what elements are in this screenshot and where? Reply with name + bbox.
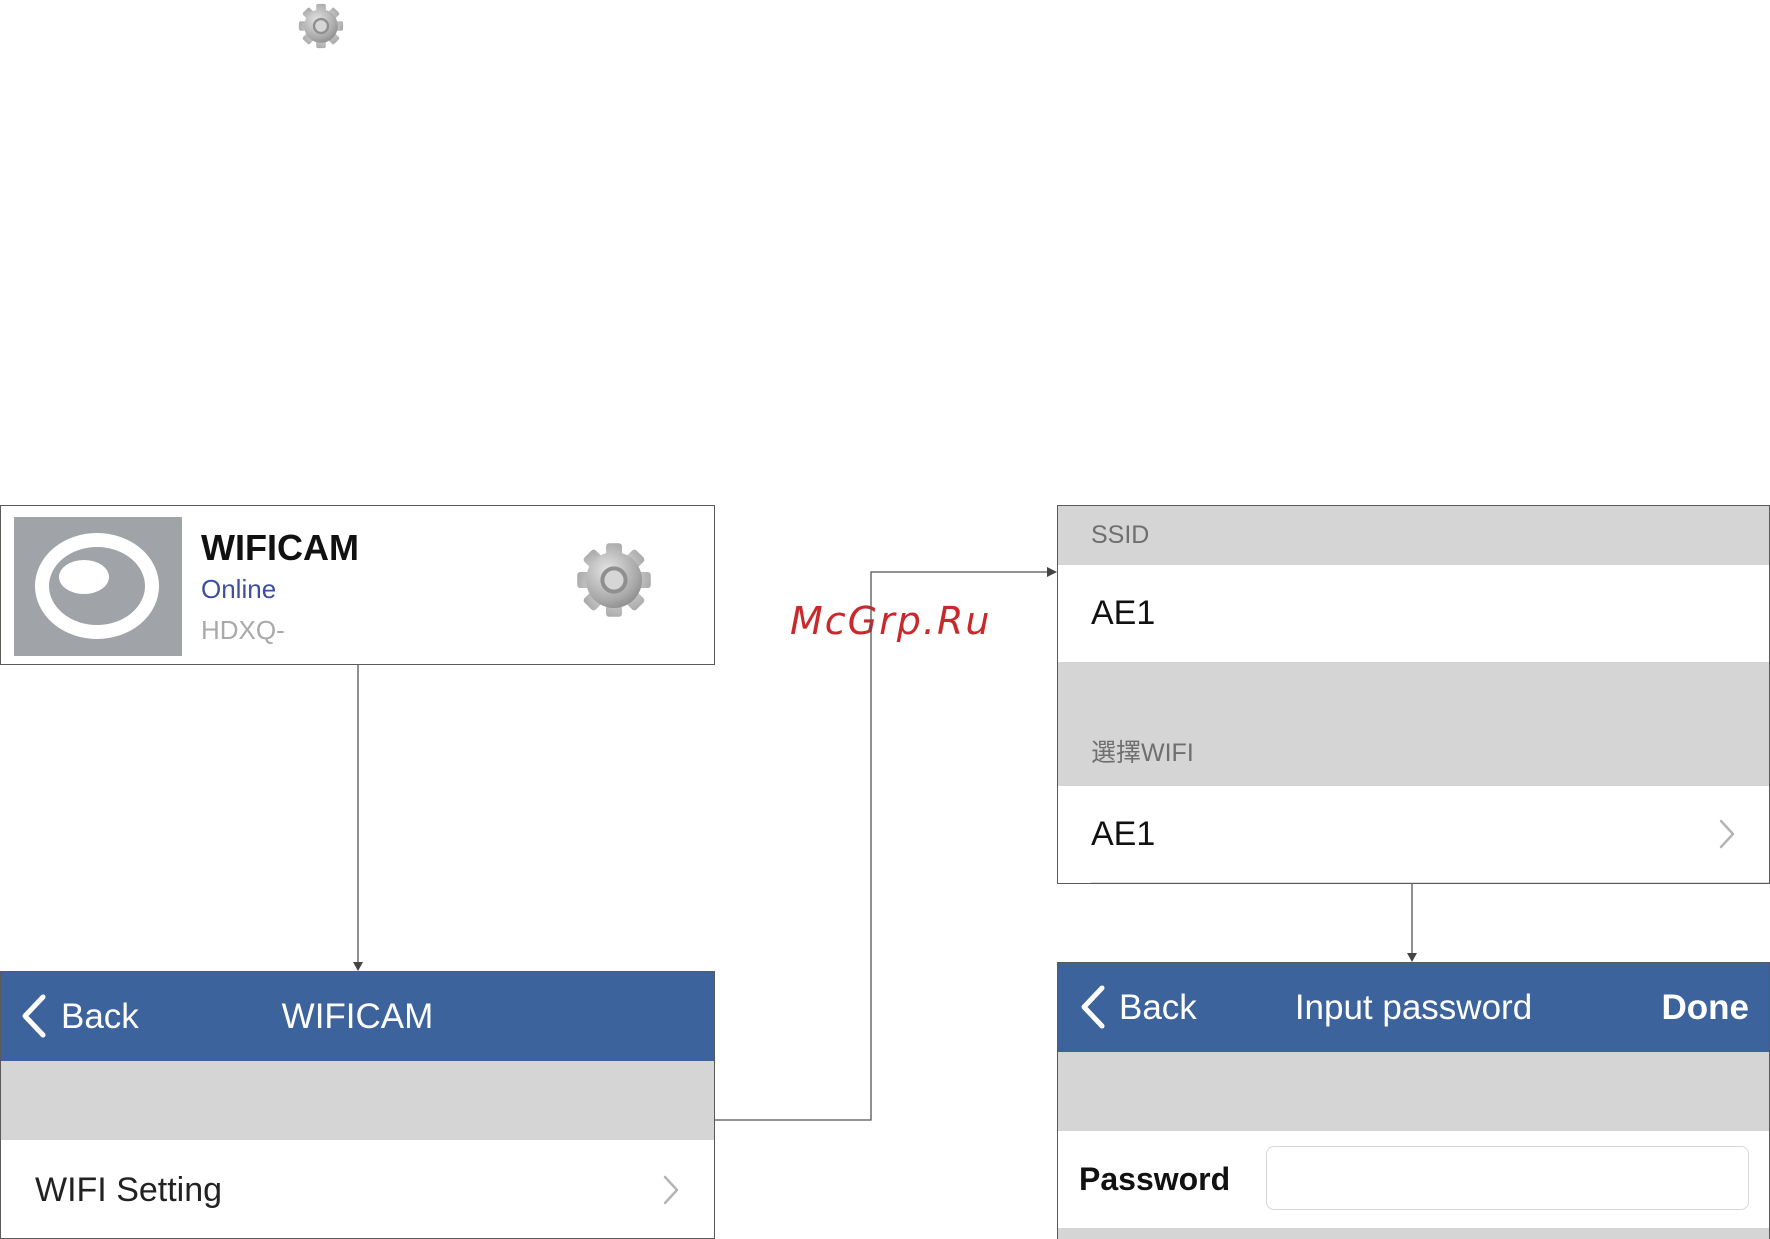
wifi-setting-screen: SSID AE1 選擇WIFI AE1: [1057, 505, 1770, 884]
done-button[interactable]: Done: [1662, 963, 1750, 1052]
section-spacer-bottom: [1058, 1228, 1769, 1239]
watermark: McGrp.Ru: [790, 598, 991, 644]
device-settings-button[interactable]: [574, 540, 654, 620]
select-wifi-row[interactable]: AE1: [1058, 786, 1769, 883]
select-wifi-header: 選擇WIFI: [1091, 737, 1194, 769]
gear-icon: [297, 2, 345, 50]
device-name: WIFICAM: [201, 528, 359, 568]
section-spacer: [1058, 1052, 1769, 1131]
camera-thumbnail: [14, 517, 182, 656]
section-spacer: [1, 1061, 714, 1140]
chevron-right-icon: [1719, 819, 1735, 849]
screen-title: WIFICAM: [1, 972, 714, 1061]
device-status: Online: [201, 573, 276, 605]
row-divider: [1091, 882, 1769, 883]
selected-network: AE1: [1091, 786, 1155, 883]
ssid-row: AE1: [1058, 565, 1769, 662]
gear-icon: [574, 540, 654, 620]
password-row: Password: [1058, 1131, 1769, 1228]
section-header-select-wifi: 選擇WIFI: [1058, 662, 1769, 786]
ssid-value: AE1: [1091, 565, 1155, 662]
device-id: HDXQ-: [201, 614, 285, 646]
device-card[interactable]: WIFICAM Online HDXQ-: [0, 505, 715, 665]
nav-bar: Back Input password Done: [1058, 963, 1769, 1052]
camera-screen: Back WIFICAM WIFI Setting: [0, 971, 715, 1239]
password-input[interactable]: [1266, 1146, 1749, 1210]
connector-camera-to-wifi-screen: [715, 572, 1047, 1120]
arrowhead-right: [1047, 567, 1057, 577]
settings-gear-icon[interactable]: [297, 2, 345, 50]
camera-eye-icon: [14, 517, 182, 656]
nav-bar: Back WIFICAM: [1, 972, 714, 1061]
arrowhead-down: [353, 962, 363, 971]
arrowhead-down: [1407, 953, 1417, 962]
wifi-setting-row[interactable]: WIFI Setting: [1, 1142, 714, 1239]
ssid-header: SSID: [1091, 506, 1149, 565]
chevron-right-icon: [663, 1175, 679, 1205]
password-label: Password: [1079, 1131, 1230, 1228]
section-header-ssid: SSID: [1058, 506, 1769, 565]
input-password-screen: Back Input password Done Password: [1057, 962, 1770, 1239]
wifi-setting-label: WIFI Setting: [35, 1142, 222, 1239]
